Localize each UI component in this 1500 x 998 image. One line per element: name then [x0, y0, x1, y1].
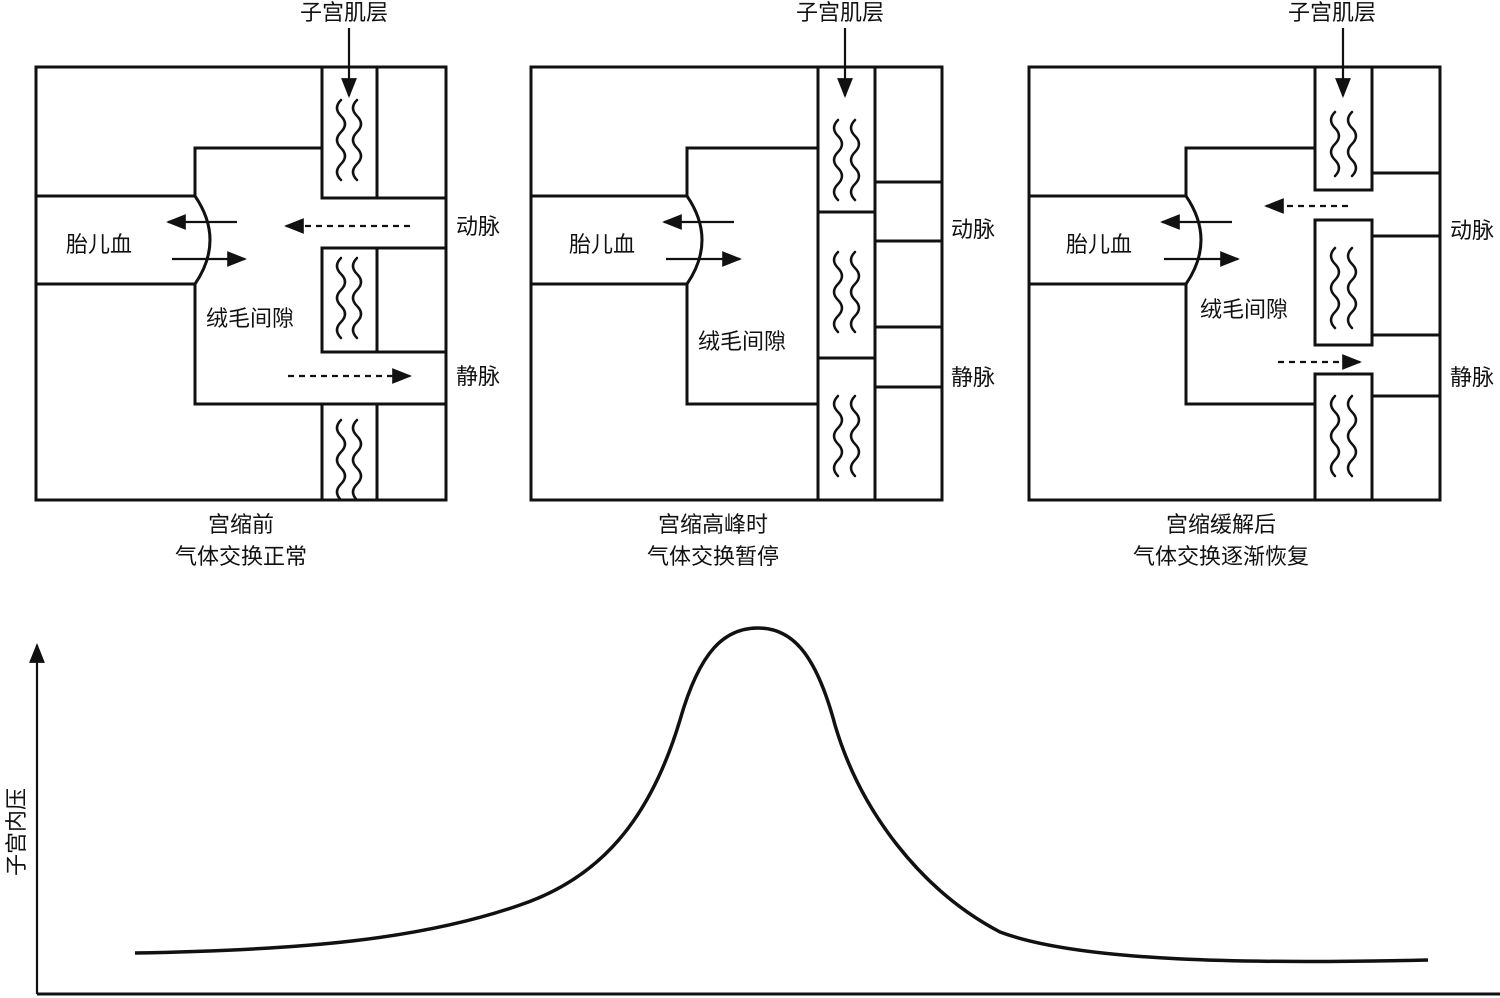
villus-membrane [1184, 195, 1203, 285]
pressure-curve [134, 626, 1429, 964]
panel-caption-line2: 气体交换暂停 [647, 545, 779, 570]
myometrium-label: 子宫肌层 [300, 1, 388, 26]
myometrium-block [1313, 218, 1374, 347]
myometrium-label: 子宫肌层 [796, 1, 884, 26]
artery-label: 动脉 [456, 215, 500, 240]
fetal-blood-label: 胎儿血 [569, 233, 635, 258]
artery-label: 动脉 [951, 218, 995, 243]
fetal-blood-label: 胎儿血 [1066, 233, 1132, 258]
myometrium-block [816, 65, 877, 502]
panel-caption-line1: 宫缩前 [208, 513, 274, 538]
myometrium-block [320, 246, 379, 354]
fetal-blood-label: 胎儿血 [66, 233, 132, 258]
panel-before-contraction: 子宫肌层 胎儿血 绒毛间隙 动脉 静脉 宫缩前 气体交换正常 [34, 1, 500, 570]
vein-label: 静脉 [1450, 366, 1494, 391]
panel-caption-line1: 宫缩高峰时 [658, 513, 768, 538]
myometrium-block [320, 402, 379, 502]
fetal-vessel [36, 194, 195, 286]
vein-label: 静脉 [951, 366, 995, 391]
fetal-vessel [1029, 194, 1186, 286]
panel-caption-line2: 气体交换正常 [175, 545, 307, 570]
fetal-vessel [531, 194, 687, 286]
panel-contraction-peak: 子宫肌层 胎儿血 绒毛间隙 动脉 静脉 宫缩高峰时 气体交换暂停 [529, 1, 995, 570]
intervillous-space-label: 绒毛间隙 [1200, 298, 1288, 323]
intervillous-space-label: 绒毛间隙 [206, 307, 294, 332]
myometrium-label: 子宫肌层 [1288, 1, 1376, 26]
panel-caption-line2: 气体交换逐渐恢复 [1133, 545, 1309, 570]
intervillous-space-label: 绒毛间隙 [698, 330, 786, 355]
villus-membrane [685, 195, 704, 285]
y-axis-label: 子宫内压 [5, 788, 30, 876]
villus-membrane [193, 195, 212, 285]
artery-label: 动脉 [1450, 219, 1494, 244]
vein-label: 静脉 [456, 365, 500, 390]
myometrium-block [1313, 372, 1374, 502]
panel-after-contraction: 子宫肌层 胎儿血 绒毛间隙 动脉 静脉 宫缩缓解后 气体交换逐渐恢复 [1027, 1, 1494, 570]
uterine-pressure-plot: 子宫内压 [5, 626, 1500, 996]
panel-caption-line1: 宫缩缓解后 [1166, 513, 1276, 538]
